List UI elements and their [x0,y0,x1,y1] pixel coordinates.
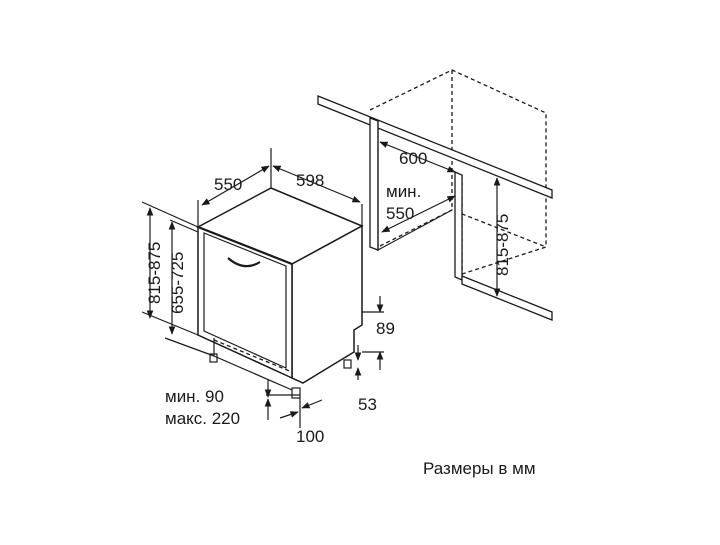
height-655-725-label: 655-725 [168,252,187,314]
door-top-edge [197,225,293,266]
niche-depth-arrow [381,195,456,233]
units-caption: Размеры в мм [423,459,536,478]
foot-front-right [291,387,301,399]
depth-arrow [201,165,270,206]
dimension-arrows [146,165,384,420]
niche-dashed-outline [369,69,547,275]
dim-53-label: 53 [358,395,377,414]
arrow-100-left [279,411,299,419]
niche-width-arrow [379,141,456,173]
plinth-min-label: мин. 90 [165,387,224,406]
plinth-max-label: макс. 220 [165,409,240,428]
niche-drawing [317,69,553,321]
countertop [317,95,553,199]
door-handle [227,257,261,268]
niche-depth-min-label: мин. [386,182,421,201]
door-panel [203,232,287,369]
width-arrow [272,165,361,203]
niche-left-panel [369,117,379,251]
dishwasher-drawing [196,187,364,399]
arrow-100-right [301,399,323,409]
foot-back-right [343,359,352,369]
niche-width-600-label: 600 [399,149,427,168]
dishwasher-side [291,224,363,384]
niche-height-815-875-label: 815-875 [493,214,512,276]
depth-550-label: 550 [214,175,242,194]
dim-100-label: 100 [296,427,324,446]
niche-depth-550-label: 550 [386,204,414,223]
dim-89-label: 89 [376,319,395,338]
niche-right-panel [454,171,463,281]
height-815-875-label: 815-875 [145,242,164,304]
floor-plinth [461,275,553,321]
foot-front-left [209,353,218,363]
plinth-line [213,339,293,373]
width-598-label: 598 [296,171,324,190]
